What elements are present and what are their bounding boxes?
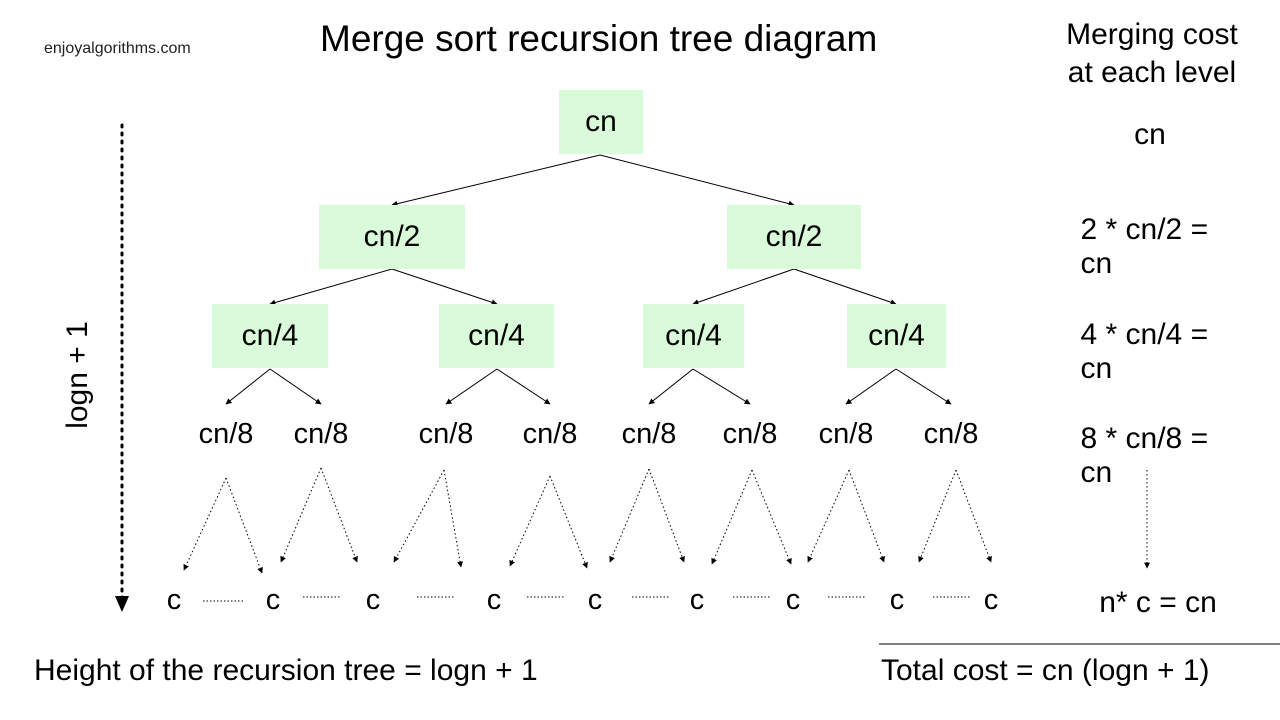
node-level2: cn/4 — [212, 304, 328, 368]
node-level3: cn/8 — [293, 418, 349, 450]
edge-l2b-l3c — [445, 368, 498, 405]
diagram-title: Merge sort recursion tree diagram — [320, 18, 878, 59]
node-level3: cn/8 — [722, 418, 778, 450]
node-level3: cn/8 — [923, 418, 979, 450]
leaf-gap-dots — [203, 596, 971, 602]
edge-l2a-l3b — [269, 368, 322, 405]
node-level3: cn/8 — [198, 418, 254, 450]
level-cost: 8 * cn/8 = cn — [1080, 422, 1209, 489]
merging-cost-header: Merging cost at each level — [1032, 16, 1272, 92]
height-axis-label: logn + 1 — [61, 321, 94, 429]
total-cost-summary: Total cost = cn (logn + 1) — [881, 654, 1210, 687]
level-cost: cn — [1134, 118, 1166, 151]
edge-root-left — [391, 154, 601, 207]
leaf-node: c — [983, 584, 999, 616]
edge-l2d-l3h — [895, 368, 952, 405]
leaf-node: c — [587, 584, 603, 616]
merging-cost-header-line1: Merging cost — [1066, 18, 1238, 51]
leaf-node: c — [265, 584, 281, 616]
leaf-node: c — [166, 584, 182, 616]
dotted-expansion-edges — [183, 467, 1150, 574]
node-level1: cn/2 — [727, 205, 861, 269]
node-level3: cn/8 — [522, 418, 578, 450]
level-cost: n* c = cn — [1099, 586, 1217, 619]
node-level2: cn/4 — [439, 304, 554, 368]
leaf-node: c — [689, 584, 705, 616]
node-level3: cn/8 — [418, 418, 474, 450]
edge-l1b-l2c — [692, 268, 795, 306]
edge-l2c-l3f — [692, 368, 751, 405]
edge-l2c-l3e — [648, 368, 694, 405]
brand-watermark: enjoyalgorithms.com — [44, 40, 191, 57]
edge-root-right — [599, 154, 795, 207]
node-level3: cn/8 — [818, 418, 874, 450]
edge-l2d-l3g — [845, 368, 897, 405]
edge-l1b-l2d — [793, 268, 897, 306]
edge-l2b-l3d — [496, 368, 551, 405]
height-axis-arrowhead — [115, 596, 129, 612]
level-cost: 2 * cn/2 = cn — [1080, 213, 1209, 280]
height-summary: Height of the recursion tree = logn + 1 — [34, 654, 538, 687]
node-level3: cn/8 — [621, 418, 677, 450]
node-root: cn — [559, 90, 643, 154]
leaf-node: c — [889, 584, 905, 616]
leaf-node: c — [785, 584, 801, 616]
node-level1: cn/2 — [319, 205, 465, 269]
leaf-node: c — [365, 584, 381, 616]
level-cost: 4 * cn/4 = cn — [1080, 318, 1209, 385]
edge-l1a-l2b — [391, 268, 498, 306]
leaf-node: c — [486, 584, 502, 616]
node-level2: cn/4 — [847, 304, 946, 368]
edge-l2a-l3a — [225, 368, 271, 405]
merging-cost-header-line2: at each level — [1067, 56, 1237, 89]
edge-l1a-l2a — [269, 268, 393, 306]
node-level2: cn/4 — [643, 304, 744, 368]
